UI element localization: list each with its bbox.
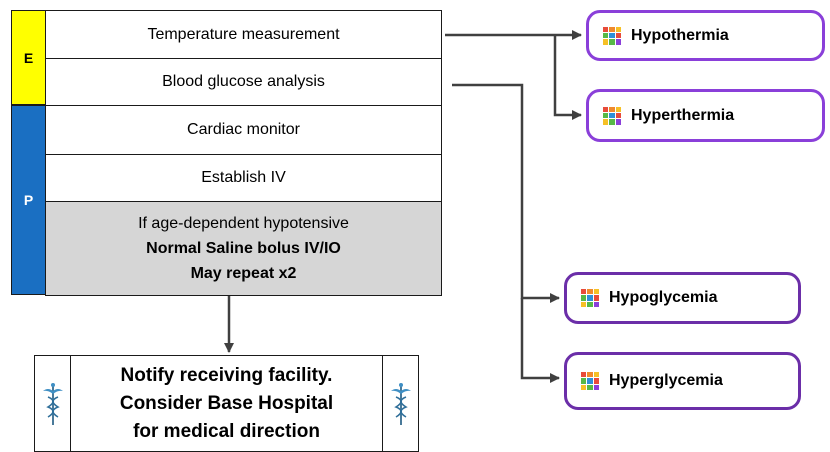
outcome-hyperthermia[interactable]: Hyperthermia	[586, 89, 825, 142]
protocol-grid-icon	[603, 106, 621, 125]
grid-cell	[581, 384, 587, 390]
grid-cell	[581, 372, 587, 378]
grid-cell	[609, 119, 615, 125]
grid-cell	[603, 119, 609, 125]
notify-line-3: for medical direction	[133, 420, 320, 442]
section-p-band: P	[11, 105, 46, 295]
arrow-to-hyperglycemia	[520, 298, 560, 383]
grid-cell	[603, 106, 609, 112]
caduceus-icon	[382, 356, 418, 451]
grid-cell	[587, 295, 593, 301]
outcome-hypoglycemia[interactable]: Hypoglycemia	[564, 272, 801, 324]
step-temperature-measurement: Temperature measurement	[45, 10, 442, 59]
notify-line-2: Consider Base Hospital	[119, 392, 334, 414]
grid-cell	[593, 295, 599, 301]
section-e-band: E	[11, 10, 46, 105]
grid-cell	[609, 106, 615, 112]
grid-cell	[609, 39, 615, 45]
step-blood-glucose-analysis: Blood glucose analysis	[45, 58, 442, 106]
notify-box: Notify receiving facility. Consider Base…	[34, 355, 419, 452]
grid-cell	[593, 289, 599, 295]
arrow-to-hypoglycemia	[452, 83, 560, 303]
grid-cell	[587, 372, 593, 378]
grid-cell	[615, 119, 621, 125]
caduceus-icon	[35, 356, 71, 451]
grid-cell	[593, 384, 599, 390]
outcome-hyperglycemia[interactable]: Hyperglycemia	[564, 352, 801, 410]
grid-cell	[615, 112, 621, 119]
step-establish-iv: Establish IV	[45, 154, 442, 202]
grid-cell	[581, 301, 587, 307]
grid-cell	[615, 32, 621, 39]
grid-cell	[603, 32, 609, 39]
grid-cell	[581, 289, 587, 295]
grid-cell	[615, 26, 621, 32]
grid-cell	[587, 384, 593, 390]
grid-cell	[609, 32, 615, 39]
grid-cell	[609, 112, 615, 119]
grid-cell	[593, 378, 599, 384]
protocol-grid-icon	[581, 289, 599, 307]
grid-cell	[587, 301, 593, 307]
grid-cell	[603, 112, 609, 119]
grid-cell	[587, 289, 593, 295]
protocol-grid-icon	[603, 26, 621, 45]
notify-line-1: Notify receiving facility.	[120, 364, 333, 386]
protocol-grid-icon	[581, 372, 599, 390]
grid-cell	[593, 372, 599, 378]
grid-cell	[587, 378, 593, 384]
step-cardiac-monitor: Cardiac monitor	[45, 105, 442, 155]
arrow-to-hyperthermia	[553, 35, 582, 120]
grid-cell	[615, 39, 621, 45]
outcome-hypothermia[interactable]: Hypothermia	[586, 10, 825, 61]
grid-cell	[593, 301, 599, 307]
grid-cell	[581, 295, 587, 301]
grid-cell	[603, 39, 609, 45]
grid-cell	[615, 106, 621, 112]
grid-cell	[581, 378, 587, 384]
step-conditional-saline-bolus: If age-dependent hypotensive Normal Sali…	[45, 201, 442, 296]
grid-cell	[609, 26, 615, 32]
grid-cell	[603, 26, 609, 32]
